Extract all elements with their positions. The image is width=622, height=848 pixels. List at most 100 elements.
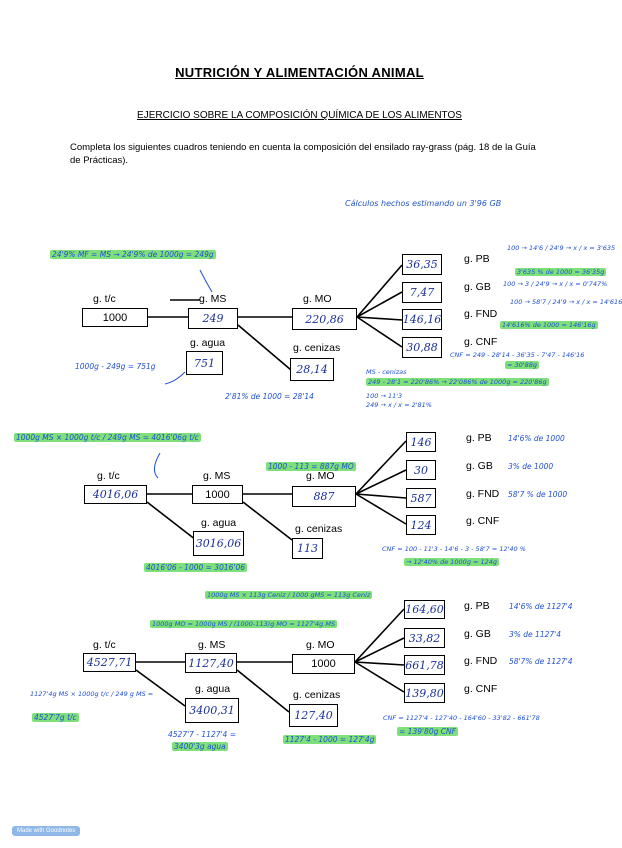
label-agua-3: g. agua [195,683,231,695]
d2-fnd-value: 587 [410,491,432,505]
intro-text: Completa los siguientes cuadros teniendo… [70,142,536,166]
label-pb-1: g. PB [464,253,490,265]
d1-note-mo-3: 100 → 11'3 [366,392,403,400]
d1-note-mo-2: 249 - 28'1 = 220'86% → 22'086% de 1000g … [366,378,549,386]
label-mo-3: g. MO [306,639,335,651]
label-pb-3: g. PB [464,600,490,612]
d2-tc-box: 4016,06 [84,485,147,504]
label-tc-3: g. t/c [93,639,116,651]
d2-pb-box: 146 [406,432,436,452]
d1-gb-value: 7,47 [409,286,435,299]
d2-cenizas-value: 113 [297,542,318,555]
d1-agua-box: 751 [186,351,223,375]
d2-note-gb: 3% de 1000 [508,462,554,471]
label-fnd-1: g. FND [464,308,498,320]
d1-pb-value: 36,35 [406,258,438,271]
d1-note-ms: 24'9% MF = MS → 24'9% de 1000g = 249g [50,250,216,259]
d3-mo-box: 1000 [292,654,355,674]
d2-ms-value: 1000 [205,488,230,501]
d2-note-cnf: CNF = 100 - 11'3 - 14'6 - 3 - 58'7 = 12'… [382,545,526,553]
d2-gb-value: 30 [414,463,428,477]
d3-cnf-value: 139,80 [405,686,444,700]
d1-note-cnf-result: = 30'88g [505,361,539,369]
d2-note-fnd: 58'7 % de 1000 [508,490,568,499]
d3-gb-box: 33,82 [404,628,445,648]
label-fnd-3: g. FND [464,655,498,667]
d2-cnf-value: 124 [410,518,432,532]
d3-note-tc-result: 4527'7g t/c [32,713,79,722]
d3-note-cnf-result: = 139'80g CNF [397,727,458,736]
d3-gb-value: 33,82 [408,631,441,645]
d2-cenizas-box: 113 [292,538,323,559]
d2-fnd-box: 587 [406,488,436,508]
d1-note-cenizas: 2'81% de 1000 = 28'14 [225,392,314,401]
d3-cnf-box: 139,80 [404,683,445,703]
label-tc-1: g. t/c [93,293,116,305]
d1-fnd-value: 146,16 [402,313,442,326]
label-cenizas-3: g. cenizas [293,689,341,701]
d3-note-tc: 1127'4g MS × 1000g t/c / 249 g MS = [30,690,154,698]
d2-note-pb: 14'6% de 1000 [508,434,565,443]
label-cnf-1: g. CNF [464,336,498,348]
d3-fnd-box: 661,78 [404,655,445,675]
d3-cenizas-box: 127,40 [289,704,338,727]
d3-note-ms: 1000g MO = 1000g MS / (1000-113)g MO = 1… [150,620,338,628]
d2-pb-value: 146 [410,435,432,449]
diagram-connectors [135,264,407,713]
d1-tc-box: 1000 [82,308,148,327]
d1-mo-box: 220,86 [292,308,357,330]
d1-cenizas-box: 28,14 [290,358,334,381]
d3-agua-value: 3400,31 [189,704,235,717]
label-agua-2: g. agua [201,517,237,529]
d2-gb-box: 30 [406,460,436,480]
label-gb-2: g. GB [466,460,493,472]
d3-agua-box: 3400,31 [185,698,239,723]
d3-note-cenizas-2: 1127'4 - 1000 = 127'4g [283,735,377,744]
label-cenizas-1: g. cenizas [293,342,341,354]
d3-note-gb: 3% de 1127'4 [509,630,561,639]
d2-mo-box: 887 [292,486,356,507]
d1-gb-box: 7,47 [402,282,442,303]
d1-note-fnd: 100 → 58'7 / 24'9 → x / x = 14'616 [510,298,622,306]
label-cnf-3: g. CNF [464,683,498,695]
d3-pb-box: 164,60 [404,600,445,619]
d3-tc-value: 4527,71 [86,656,133,669]
d2-mo-value: 887 [313,490,335,503]
label-gb-3: g. GB [464,628,491,640]
d3-note-cnf: CNF = 1127'4 - 127'40 - 164'60 - 33'82 -… [383,714,540,722]
d3-ms-value: 1127,40 [188,656,234,670]
label-mo-2: g. MO [306,470,335,482]
label-gb-1: g. GB [464,281,491,293]
goodnotes-badge: Made with Goodnotes [12,826,81,836]
d2-note-agua: 4016'06 - 1000 = 3016'06 [144,563,247,572]
d3-tc-box: 4527,71 [83,653,136,672]
d3-pb-value: 164,60 [405,603,444,616]
d2-agua-value: 3016,06 [195,537,242,550]
d1-mo-value: 220,86 [305,312,344,326]
d1-tc-value: 1000 [102,311,128,324]
d1-note-agua: 1000g - 249g = 751g [75,362,156,371]
d2-tc-value: 4016,06 [92,488,139,501]
exercise-subtitle: EJERCICIO SOBRE LA COMPOSICIÓN QUÍMICA D… [137,110,462,121]
d1-ms-value: 249 [202,312,224,325]
d1-note-mo-4: 249 → x / x = 2'81% [366,401,432,409]
label-mo-1: g. MO [303,293,332,305]
d1-pb-box: 36,35 [402,254,442,275]
d1-cnf-box: 30,88 [402,337,442,358]
d3-mo-value: 1000 [311,658,336,670]
d3-ms-box: 1127,40 [185,653,237,673]
label-agua-1: g. agua [190,337,226,349]
d1-agua-value: 751 [194,356,215,370]
d2-note-mo: 1000 - 113 = 887g MO [266,462,356,471]
label-pb-2: g. PB [466,432,492,444]
d3-note-cenizas: 1000g MS × 113g Ceniz / 1000 gMS = 113g … [205,591,373,599]
d1-note-cnf: CNF = 249 - 28'14 - 36'35 - 7'47 - 146'1… [450,351,585,359]
d2-note-cnf-result: → 12'40% de 1000g = 124g [404,558,500,566]
d3-note-fnd: 58'7% de 1127'4 [509,657,573,666]
d1-note-gb: 100 → 3 / 24'9 → x / x = 0'747% [503,280,608,288]
d1-fnd-box: 146,16 [402,309,442,330]
label-ms-1: g. MS [199,293,227,305]
d2-cnf-box: 124 [406,515,436,535]
d1-note-pb: 100 → 14'6 / 24'9 → x / x = 3'635 [507,244,616,252]
d2-agua-box: 3016,06 [193,531,244,556]
